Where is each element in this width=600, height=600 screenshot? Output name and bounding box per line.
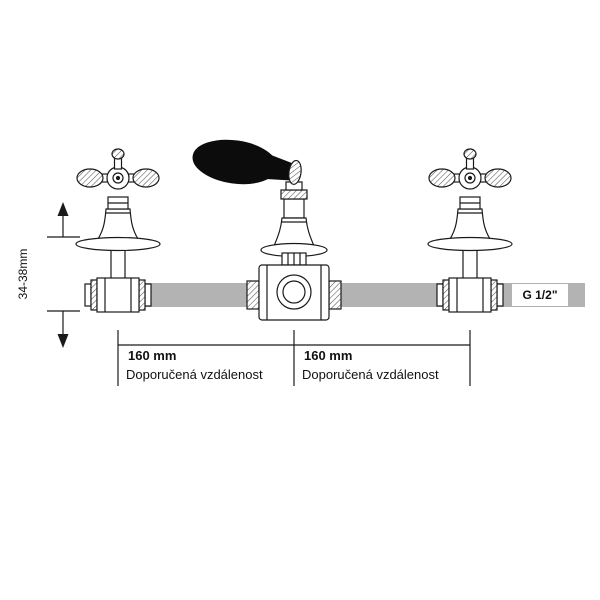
arrow-up-icon [57, 202, 69, 216]
right-shutoff-valve [427, 148, 513, 313]
left-shutoff-valve [75, 148, 161, 313]
mixer-escutcheon [273, 217, 315, 247]
spacing-caption-right: Doporučená vzdálenost [302, 367, 439, 382]
supply-pipe [100, 283, 585, 307]
lever-handle [192, 139, 302, 185]
arrow-down-icon [57, 334, 69, 348]
lever-ferrule [288, 159, 302, 185]
thread-label: G 1/2" [522, 288, 557, 302]
lever-grip [192, 139, 278, 185]
spacing-distance-right: 160 mm [304, 348, 352, 363]
spacing-dimension-lines [117, 330, 471, 386]
central-mixer [192, 139, 342, 321]
thread-label-patch [512, 284, 568, 306]
spacing-distance-left: 160 mm [128, 348, 176, 363]
depth-dimension-label: 34-38mm [16, 249, 30, 300]
spacing-caption-left: Doporučená vzdálenost [126, 367, 263, 382]
depth-dimension [47, 202, 80, 348]
